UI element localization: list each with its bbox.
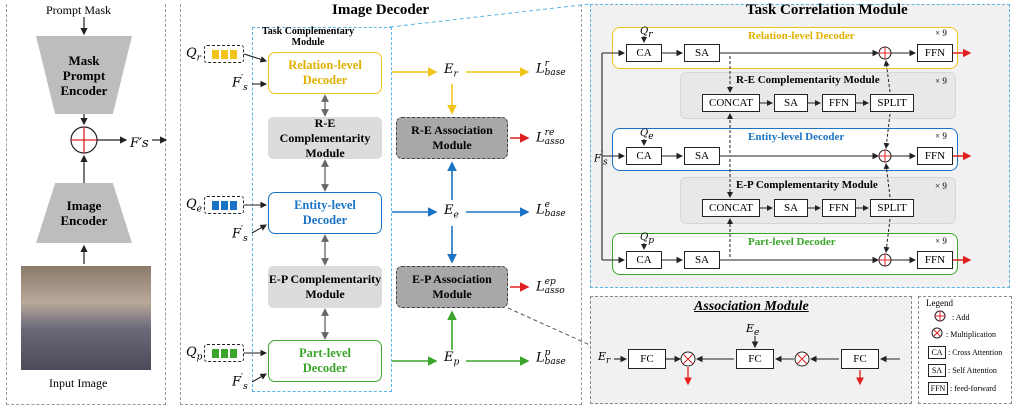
fs-label-p: F′s: [232, 373, 248, 392]
concat-box-ep: CONCAT: [702, 199, 760, 217]
legend-ca-desc: : Cross Attention: [948, 348, 1003, 357]
tcm-re-comp-label: R-E Complementarity Module: [736, 74, 880, 86]
times9-ep: × 9: [935, 181, 947, 191]
q-r-label: Qr: [186, 46, 201, 64]
e-p-label: Ep: [444, 350, 460, 368]
tcm-entity-label: Entity-level Decoder: [748, 131, 845, 143]
entity-decoder: Entity-level Decoder: [268, 192, 382, 234]
re-complementarity-module: R-E Complementarity Module: [268, 116, 382, 160]
tcm-relation-frame: [612, 27, 958, 69]
image-encoder: Image Encoder: [36, 183, 132, 243]
q-e-label: Qe: [186, 197, 202, 215]
q-r-tokens: [204, 45, 244, 63]
sa-box-re: SA: [774, 94, 808, 112]
sa-box-relation: SA: [684, 44, 720, 62]
fc-box-3: FC: [841, 349, 879, 369]
task-complementary-region: [252, 27, 392, 392]
fc-box-1: FC: [628, 349, 666, 369]
times9-re: × 9: [935, 76, 947, 86]
tcm-qe-label: Qe: [640, 128, 654, 142]
tcm-relation-label: Relation-level Decoder: [748, 30, 855, 42]
tcm-entity-frame: [612, 128, 958, 171]
legend-sa-box: SA: [928, 364, 946, 377]
tcm-part-frame: [612, 233, 958, 275]
assoc-er-label: Er: [598, 350, 611, 367]
fs-label-e: F′s: [232, 225, 248, 244]
ffn-box-re: FFN: [822, 94, 856, 112]
assoc-ee-label: Ee: [746, 322, 760, 339]
prompt-mask-label: Prompt Mask: [46, 3, 112, 17]
e-r-label: Er: [444, 62, 458, 80]
split-box-re: SPLIT: [870, 94, 914, 112]
q-e-tokens: [204, 196, 244, 214]
image-decoder-panel: [180, 4, 582, 405]
q-p-tokens: [204, 344, 244, 362]
legend-sa-desc: : Self Attention: [948, 366, 997, 375]
legend-title: Legend: [926, 298, 953, 308]
ffn-box-entity: FFN: [917, 147, 953, 165]
ffn-box-part: FFN: [917, 251, 953, 269]
encoder-panel: [6, 4, 166, 405]
fc-box-2: FC: [736, 349, 774, 369]
fs-label-r: F′s: [232, 74, 248, 93]
tcm-ep-comp-label: E-P Complementarity Module: [736, 179, 878, 191]
ffn-box-relation: FFN: [917, 44, 953, 62]
fs-output-label: F′s: [130, 136, 149, 151]
sa-box-ep: SA: [774, 199, 808, 217]
legend-ffn-box: FFN: [928, 382, 948, 395]
ep-association-module: E-P Association Module: [396, 266, 508, 308]
ca-box-entity: CA: [626, 147, 662, 165]
task-correlation-title: Task Correlation Module: [746, 2, 908, 18]
q-p-label: Qp: [186, 345, 203, 363]
concat-box-re: CONCAT: [702, 94, 760, 112]
input-image-photo: [21, 266, 151, 370]
part-decoder: Part-level Decoder: [268, 340, 382, 382]
tcm-fs-label: F′s: [594, 150, 608, 168]
split-box-ep: SPLIT: [870, 199, 914, 217]
times9-relation: × 9: [935, 28, 947, 38]
times9-entity: × 9: [935, 131, 947, 141]
task-complementary-label: Task Complementary Module: [262, 26, 355, 48]
relation-decoder: Relation-level Decoder: [268, 52, 382, 94]
tcm-part-label: Part-level Decoder: [748, 236, 836, 248]
legend-add-desc: : Add: [952, 313, 970, 322]
times9-part: × 9: [935, 236, 947, 246]
sa-box-part: SA: [684, 251, 720, 269]
ca-box-part: CA: [626, 251, 662, 269]
e-e-label: Ee: [444, 203, 459, 221]
sa-box-entity: SA: [684, 147, 720, 165]
legend-ca-box: CA: [928, 346, 946, 359]
legend-panel: [918, 296, 1012, 404]
tcm-qr-label: Qr: [640, 26, 653, 40]
input-image-label: Input Image: [49, 376, 108, 390]
legend-ffn-desc: : feed-forward: [950, 384, 996, 393]
ep-complementarity-module: E-P Complementarity Module: [268, 266, 382, 308]
re-association-module: R-E Association Module: [396, 117, 508, 159]
ffn-box-ep: FFN: [822, 199, 856, 217]
tcm-qp-label: Qp: [640, 232, 654, 246]
image-decoder-title: Image Decoder: [332, 2, 430, 18]
ca-box-relation: CA: [626, 44, 662, 62]
association-title: Association Module: [694, 299, 809, 314]
legend-mult-desc: : Multiplication: [946, 330, 996, 339]
